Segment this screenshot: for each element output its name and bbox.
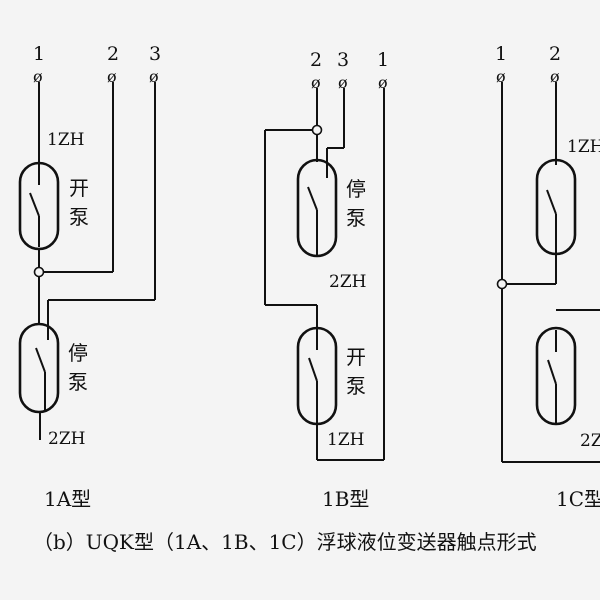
contact-1b-top-blade xyxy=(307,186,318,211)
figure-caption: （b）UQK型（1A、1B、1C）浮球液位变送器触点形式 xyxy=(33,530,537,554)
junction-1a xyxy=(33,266,45,278)
label-1c-1zh: 1ZH xyxy=(567,137,600,157)
terminal-symbol-1b-2: ø xyxy=(311,73,321,92)
terminal-1a-3: 3 xyxy=(149,43,161,65)
title-1c: 1C型 xyxy=(556,487,600,511)
contact-1c-top-blade xyxy=(546,189,557,215)
text-1a-beng-2: 泵 xyxy=(68,370,88,394)
terminal-symbol-1a-2: ø xyxy=(107,67,117,86)
diagram-1c: 1 2 ø ø 1ZH 2ZH 1C型 xyxy=(495,43,600,511)
label-1a-2zh: 2ZH xyxy=(48,429,85,449)
contact-1a-top-blade xyxy=(29,192,40,217)
diagram-1b: 2 3 1 ø ø ø 停 泵 2ZH 开 泵 1ZH 1B型 xyxy=(264,49,389,511)
text-1a-ting: 停 xyxy=(68,341,88,365)
text-1b-kai: 开 xyxy=(346,345,366,369)
terminal-1c-1: 1 xyxy=(495,43,507,65)
title-1b: 1B型 xyxy=(322,487,369,511)
label-1b-2zh: 2ZH xyxy=(329,272,366,292)
text-1a-kai: 开 xyxy=(69,176,89,200)
label-1a-1zh: 1ZH xyxy=(47,130,84,150)
terminal-1a-1: 1 xyxy=(33,43,45,65)
terminal-symbol-1c-1: ø xyxy=(496,67,506,86)
text-1b-ting: 停 xyxy=(346,177,366,201)
terminal-1b-3: 3 xyxy=(337,49,349,71)
terminal-symbol-1a-3: ø xyxy=(149,67,159,86)
terminal-1c-2: 2 xyxy=(549,43,561,65)
terminal-1a-2: 2 xyxy=(107,43,119,65)
junction-1b xyxy=(311,124,323,136)
terminal-symbol-1c-2: ø xyxy=(550,67,560,86)
text-1a-beng: 泵 xyxy=(69,205,89,229)
text-1b-beng-2: 泵 xyxy=(346,374,366,398)
title-1a: 1A型 xyxy=(44,487,91,511)
terminal-symbol-1b-1: ø xyxy=(378,73,388,92)
terminal-1b-2: 2 xyxy=(310,49,322,71)
text-1b-beng: 泵 xyxy=(346,206,366,230)
diagram-1a: 1 2 3 ø ø ø 1ZH 开 泵 停 泵 2ZH 1A型 xyxy=(18,43,161,511)
contact-1b-bottom-blade xyxy=(308,357,318,382)
contact-1a-bottom-blade xyxy=(35,347,46,373)
junction-1c xyxy=(496,278,508,290)
label-1b-1zh: 1ZH xyxy=(327,430,364,450)
label-1c-2zh: 2ZH xyxy=(580,431,600,451)
terminal-1b-1: 1 xyxy=(377,49,389,71)
contact-1c-bottom-blade xyxy=(547,359,557,385)
terminal-symbol-1b-3: ø xyxy=(338,73,348,92)
float-switch-1a-bottom xyxy=(18,322,60,414)
terminal-symbol-1a-1: ø xyxy=(33,67,43,86)
